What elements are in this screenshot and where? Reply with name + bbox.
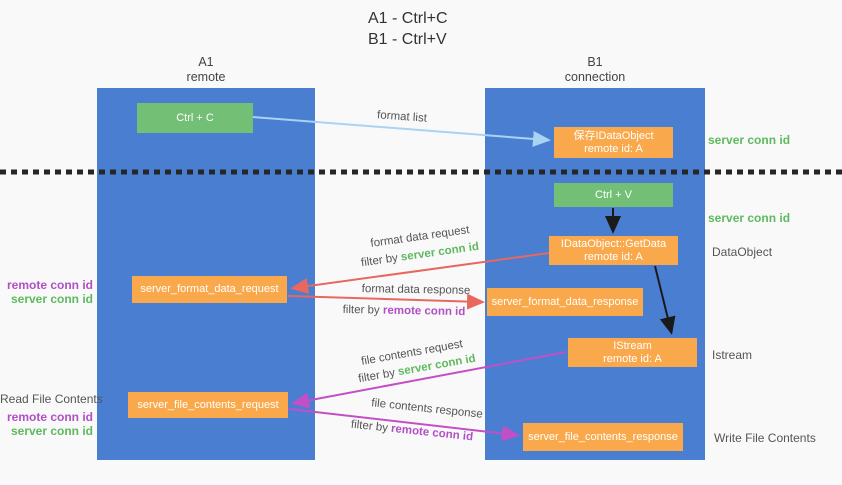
- node-ctrl-v: Ctrl + V: [554, 183, 673, 207]
- note-server-conn-id-left-top: server conn id: [10, 292, 93, 306]
- filter-server-conn-id-1: server conn id: [400, 240, 480, 264]
- column-header-a1: A1 remote: [136, 55, 276, 85]
- note-server-conn-id-top: server conn id: [708, 133, 791, 147]
- label-format-data-response: format data response: [361, 283, 471, 297]
- node-istream-line2: remote id: A: [603, 352, 662, 365]
- filter-by-text-4: filter by: [350, 418, 392, 435]
- title-line-2: B1 - Ctrl+V: [368, 31, 447, 48]
- node-server-format-data-response: server_format_data_response: [487, 288, 643, 316]
- note-remote-conn-id-top: remote conn id: [6, 278, 93, 292]
- node-save-dataobject: 保存IDataObject remote id: A: [554, 127, 673, 158]
- filter-by-text-3: filter by: [357, 366, 400, 386]
- column-b1-subtitle: connection: [564, 70, 626, 84]
- node-ctrl-c-label: Ctrl + C: [176, 111, 214, 124]
- note-server-conn-id-left-bottom: server conn id: [10, 424, 93, 438]
- note-conn-ids-top: remote conn id server conn id: [0, 278, 93, 306]
- node-istream-line1: IStream: [613, 339, 652, 352]
- node-format-response-label: server_format_data_response: [491, 295, 639, 308]
- label-file-contents-response: file contents response: [370, 397, 484, 421]
- label-format-list: format list: [376, 109, 428, 125]
- node-ctrl-v-label: Ctrl + V: [595, 188, 632, 201]
- note-write-file-contents: Write File Contents: [714, 431, 816, 445]
- diagram-title: A1 - Ctrl+C B1 - Ctrl+V: [368, 8, 448, 50]
- node-getdata-line1: IDataObject::GetData: [560, 237, 667, 250]
- filter-remote-conn-id-2: remote conn id: [382, 304, 466, 319]
- note-dataobject: DataObject: [712, 245, 773, 259]
- title-line-1: A1 - Ctrl+C: [368, 10, 448, 27]
- node-server-format-data-request: server_format_data_request: [132, 276, 287, 303]
- filter-by-text-2: filter by: [342, 303, 384, 317]
- filter-by-text-1: filter by: [360, 251, 402, 270]
- node-server-file-contents-response: server_file_contents_response: [523, 423, 683, 451]
- note-server-conn-id-mid: server conn id: [708, 211, 791, 225]
- node-format-request-label: server_format_data_request: [140, 283, 279, 295]
- node-istream: IStream remote id: A: [568, 338, 697, 367]
- node-save-dataobject-line1: 保存IDataObject: [573, 129, 654, 142]
- note-remote-conn-id-bottom: remote conn id: [6, 410, 93, 424]
- node-server-file-contents-request: server_file_contents_request: [128, 392, 288, 418]
- label-filter-format-response: filter by remote conn id: [343, 304, 466, 318]
- label-filter-file-response: filter by remote conn id: [350, 419, 473, 444]
- note-read-file-contents: Read File Contents: [0, 392, 103, 406]
- column-a1-name: A1: [198, 55, 214, 69]
- node-idataobject-getdata: IDataObject::GetData remote id: A: [549, 236, 678, 265]
- column-header-b1: B1 connection: [525, 55, 665, 85]
- node-ctrl-c: Ctrl + C: [137, 103, 253, 133]
- column-a1-subtitle: remote: [186, 70, 226, 84]
- filter-remote-conn-id-4: remote conn id: [390, 422, 474, 444]
- node-file-request-label: server_file_contents_request: [137, 398, 279, 411]
- arrow-format-data-response: [287, 293, 485, 310]
- column-b1-name: B1: [587, 55, 603, 69]
- node-save-dataobject-line2: remote id: A: [584, 142, 643, 155]
- note-conn-ids-bottom: remote conn id server conn id: [0, 410, 93, 438]
- node-getdata-line2: remote id: A: [584, 250, 643, 263]
- note-istream: Istream: [712, 348, 753, 362]
- node-file-response-label: server_file_contents_response: [528, 430, 678, 443]
